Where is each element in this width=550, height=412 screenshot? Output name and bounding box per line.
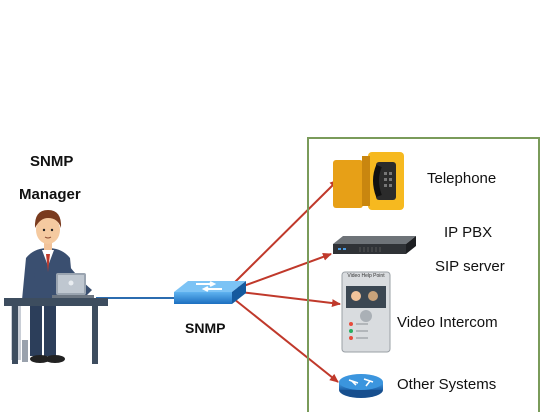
- manager-label-line1: SNMP: [30, 153, 74, 170]
- rack-server-icon: [333, 236, 416, 254]
- link-other-systems: [233, 298, 339, 383]
- link-video-intercom: [239, 291, 341, 308]
- device-label-ip-pbx: IP PBX: [444, 224, 493, 241]
- switch-label: SNMP: [185, 320, 226, 336]
- video-intercom-icon: [341, 271, 391, 353]
- intercom-panel-header: Video Help Point: [347, 273, 385, 279]
- link-ip-pbx: [237, 252, 332, 289]
- manager-label-line2: Manager: [19, 186, 81, 203]
- laptop-icon: [52, 273, 94, 298]
- device-label-other-systems: Other Systems: [397, 376, 497, 393]
- device-label-video-intercom: Video Intercom: [397, 314, 498, 331]
- desk-icon: [4, 298, 108, 364]
- device-group-frame: [307, 137, 540, 412]
- device-link-lines: [233, 179, 341, 383]
- link-telephone: [233, 179, 339, 284]
- network-switch-icon: [174, 281, 246, 304]
- device-label-sip-server: SIP server: [435, 258, 505, 275]
- device-label-telephone: Telephone: [427, 170, 497, 187]
- router-icon: [339, 374, 383, 398]
- telephone-icon: [333, 152, 404, 210]
